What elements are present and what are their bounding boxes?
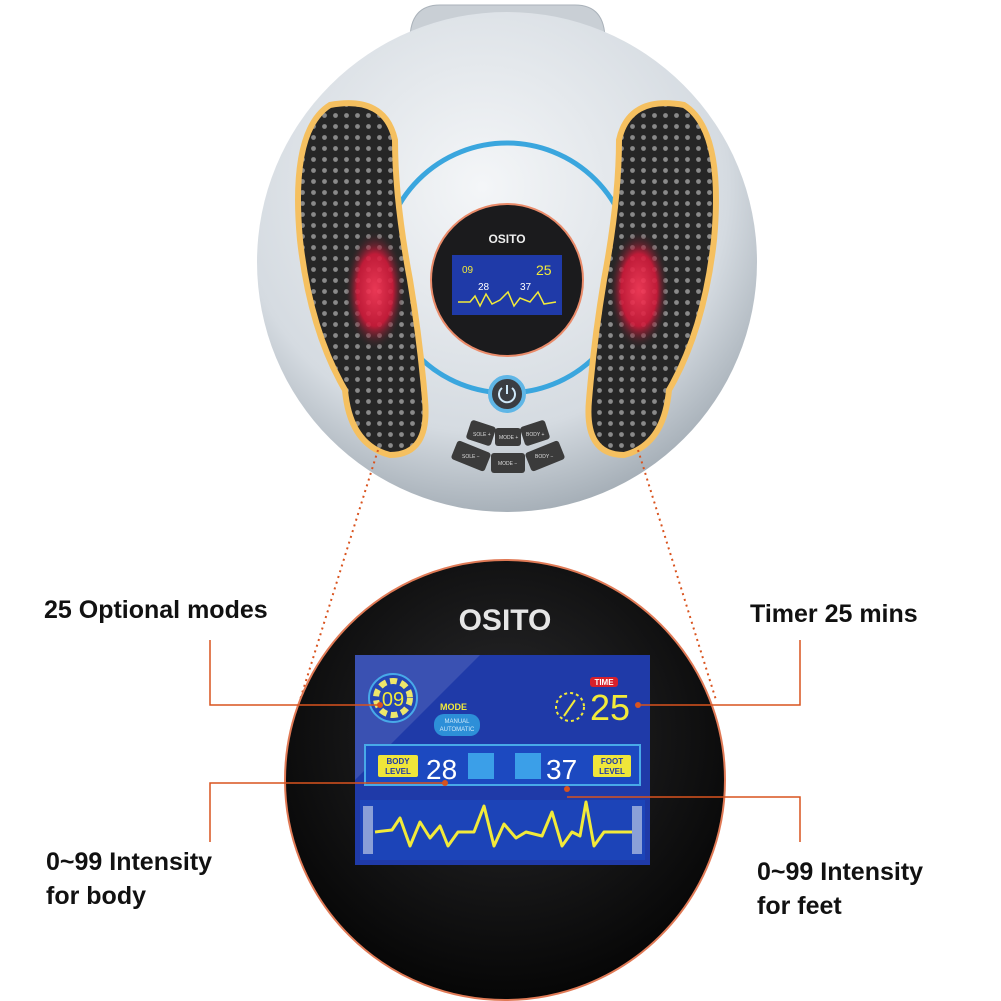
- body-level-value: 28: [426, 754, 457, 785]
- right-foot-pad: [585, 100, 719, 459]
- body-plus-button[interactable]: [520, 419, 551, 446]
- callout-dots: [377, 702, 641, 792]
- feet-icon: [515, 753, 541, 779]
- mode-value: 09: [382, 689, 404, 711]
- zoom-line-left: [299, 449, 379, 701]
- body-plus-label: BODY +: [526, 432, 544, 438]
- callout-body: 0~99 Intensity for body: [46, 845, 212, 913]
- callout-timer: Timer 25 mins: [750, 600, 918, 628]
- small-foot-value: 37: [520, 282, 532, 293]
- sole-minus-button[interactable]: [451, 440, 492, 472]
- callout-body-line1: 0~99 Intensity: [46, 848, 213, 876]
- sole-minus-label: SOLE −: [462, 454, 480, 460]
- callout-feet-line1: 0~99 Intensity: [757, 858, 924, 886]
- power-button[interactable]: [488, 375, 526, 413]
- mode-option-badge: [434, 714, 480, 736]
- foot-level-badge: [593, 755, 631, 777]
- zoom-line-right: [637, 449, 717, 701]
- waveform: [374, 800, 632, 848]
- time-value: 25: [590, 687, 630, 728]
- callout-feet: 0~99 Intensity for feet: [757, 855, 923, 923]
- body-level-label-1: BODY: [386, 757, 410, 766]
- mode-option-automatic: AUTOMATIC: [440, 727, 475, 733]
- sole-plus-label: SOLE +: [473, 432, 491, 438]
- timer-icon: [555, 692, 585, 722]
- time-badge: [590, 677, 618, 687]
- body-level-label-2: LEVEL: [385, 767, 411, 776]
- body-level-badge: [378, 755, 418, 777]
- callout-feet-line2: for feet: [757, 892, 842, 920]
- foot-level-label-2: LEVEL: [599, 767, 625, 776]
- control-buttons: SOLE + MODE + BODY + SOLE − MODE − BODY …: [451, 419, 566, 473]
- waveform-edge-left: [363, 806, 373, 854]
- mode-option-manual: MANUAL: [444, 719, 470, 725]
- callout-lines: [209, 640, 801, 842]
- body-minus-button[interactable]: [525, 440, 566, 472]
- callout-body-line2: for body: [46, 882, 146, 910]
- power-icon: [498, 385, 516, 404]
- waveform-edge-right: [632, 806, 642, 854]
- small-lcd: [452, 255, 562, 315]
- left-foot-pad: [295, 100, 429, 459]
- small-body-value: 28: [478, 282, 490, 293]
- mode-label: MODE: [440, 702, 467, 712]
- body-minus-label: BODY −: [535, 454, 553, 460]
- brand-logo: OSITO: [459, 604, 552, 637]
- mode-minus-label: MODE −: [498, 461, 517, 467]
- mode-plus-button[interactable]: [495, 428, 521, 446]
- mode-minus-button[interactable]: [491, 453, 525, 473]
- sole-plus-button[interactable]: [466, 419, 497, 446]
- callout-modes: 25 Optional modes: [44, 596, 268, 624]
- small-waveform: [458, 290, 557, 308]
- small-brand: OSITO: [488, 232, 525, 246]
- time-label: TIME: [594, 678, 614, 687]
- small-time-value: 25: [536, 262, 552, 278]
- foot-level-value: 37: [546, 754, 577, 785]
- mode-segments: [373, 678, 413, 718]
- body-icon: [468, 753, 494, 779]
- mode-plus-label: MODE +: [499, 435, 518, 441]
- small-mode-value: 09: [462, 265, 474, 276]
- foot-level-label-1: FOOT: [601, 757, 623, 766]
